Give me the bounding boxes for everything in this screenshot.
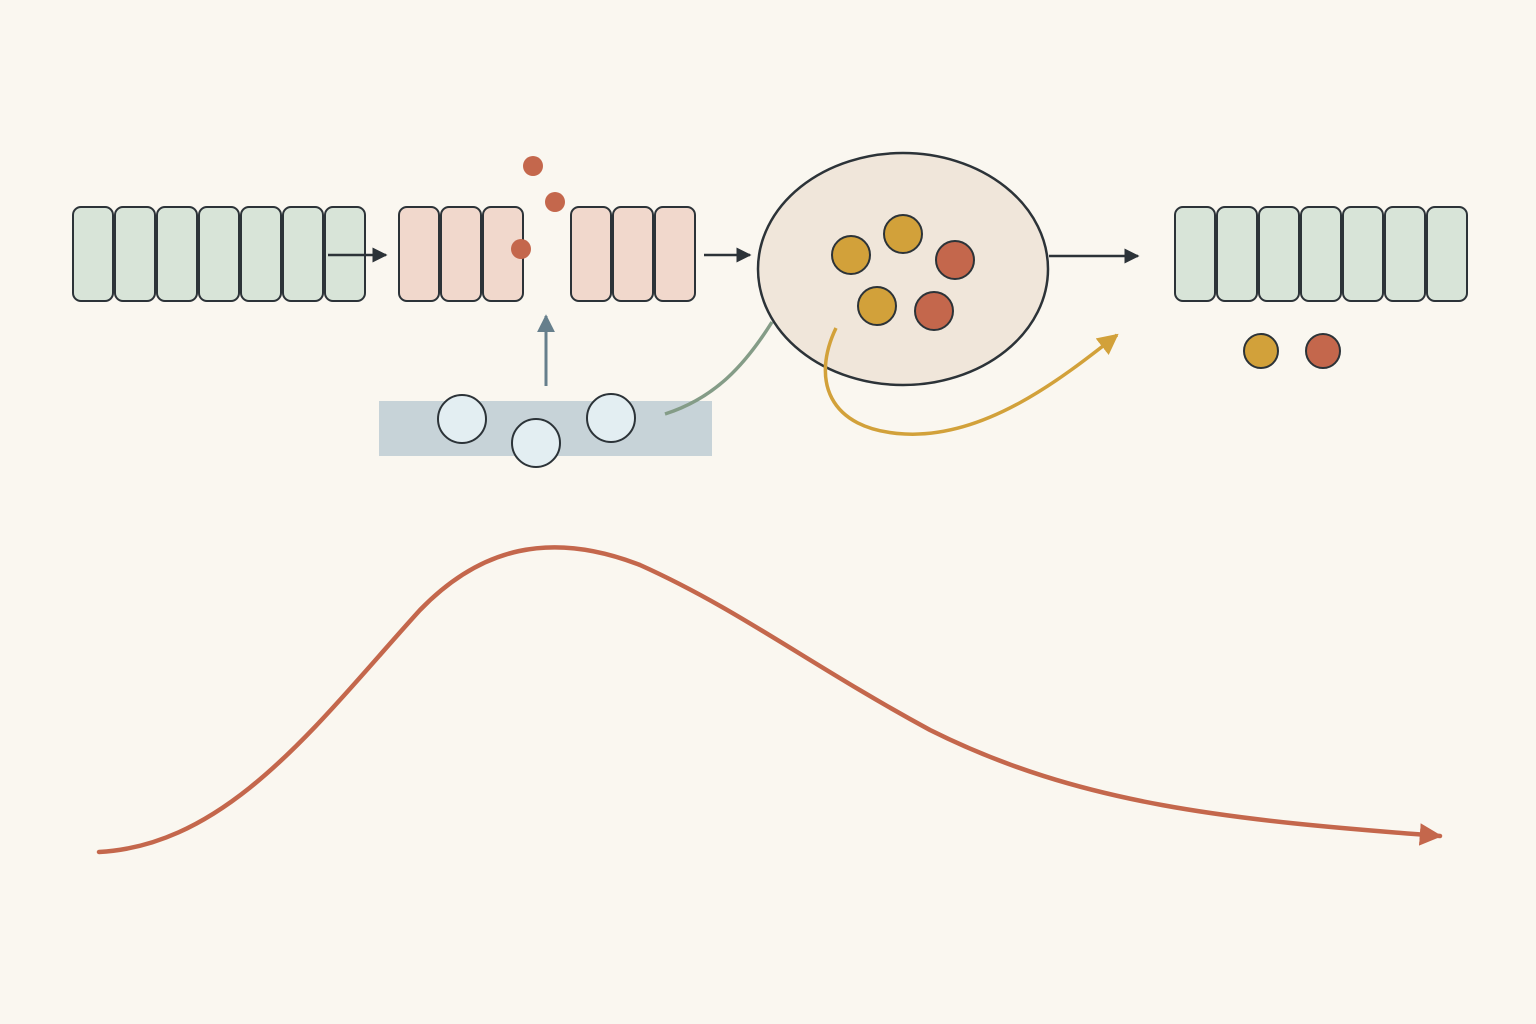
response-curve bbox=[96, 545, 1443, 855]
repair-cell bbox=[437, 394, 487, 444]
cell-block bbox=[198, 206, 240, 302]
yellow-release-arrow bbox=[823, 327, 1119, 436]
chamber bbox=[756, 151, 1050, 387]
debris-dot bbox=[511, 239, 531, 259]
damaged-cell-block bbox=[440, 206, 482, 302]
yellow-particle bbox=[831, 235, 871, 275]
damaged-row bbox=[398, 206, 696, 302]
cell-block bbox=[1216, 206, 1258, 302]
cell-block bbox=[1342, 206, 1384, 302]
yellow-particle bbox=[857, 286, 897, 326]
repair-cell bbox=[586, 393, 636, 443]
cell-block bbox=[240, 206, 282, 302]
yellow-particle bbox=[1243, 333, 1279, 369]
damaged-cell-block bbox=[398, 206, 440, 302]
cell-block bbox=[282, 206, 324, 302]
cell-block bbox=[1174, 206, 1216, 302]
cell-block bbox=[1258, 206, 1300, 302]
cell-block bbox=[1426, 206, 1468, 302]
intact-row-left bbox=[72, 206, 366, 302]
released-particles bbox=[1243, 333, 1341, 369]
cell-block bbox=[72, 206, 114, 302]
damaged-cell-block bbox=[612, 206, 654, 302]
chamber-ellipse bbox=[756, 151, 1050, 387]
red-particle bbox=[1305, 333, 1341, 369]
debris-dot bbox=[545, 192, 565, 212]
repair-strip bbox=[379, 393, 712, 468]
damaged-cell-block bbox=[654, 206, 696, 302]
yellow-particle bbox=[883, 214, 923, 254]
cell-block bbox=[114, 206, 156, 302]
red-particle bbox=[935, 240, 975, 280]
intact-row-right bbox=[1174, 206, 1468, 302]
strip-to-chamber-connector bbox=[664, 321, 774, 416]
debris-dot bbox=[523, 156, 543, 176]
cell-block bbox=[1300, 206, 1342, 302]
cell-block bbox=[156, 206, 198, 302]
red-particle bbox=[914, 291, 954, 331]
damaged-cell-block bbox=[570, 206, 612, 302]
debris-particles bbox=[511, 156, 565, 259]
cell-block bbox=[1384, 206, 1426, 302]
repair-cell bbox=[511, 418, 561, 468]
